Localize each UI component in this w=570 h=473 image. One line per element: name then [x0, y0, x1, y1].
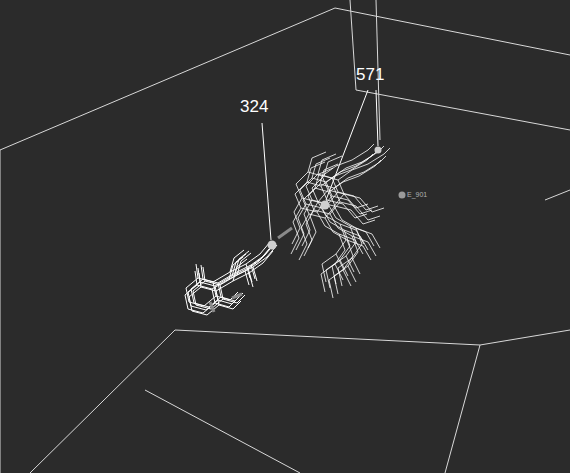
callout-number: 571	[356, 66, 384, 83]
atom-label: E_901	[407, 191, 427, 198]
callout-number: 324	[240, 98, 268, 115]
